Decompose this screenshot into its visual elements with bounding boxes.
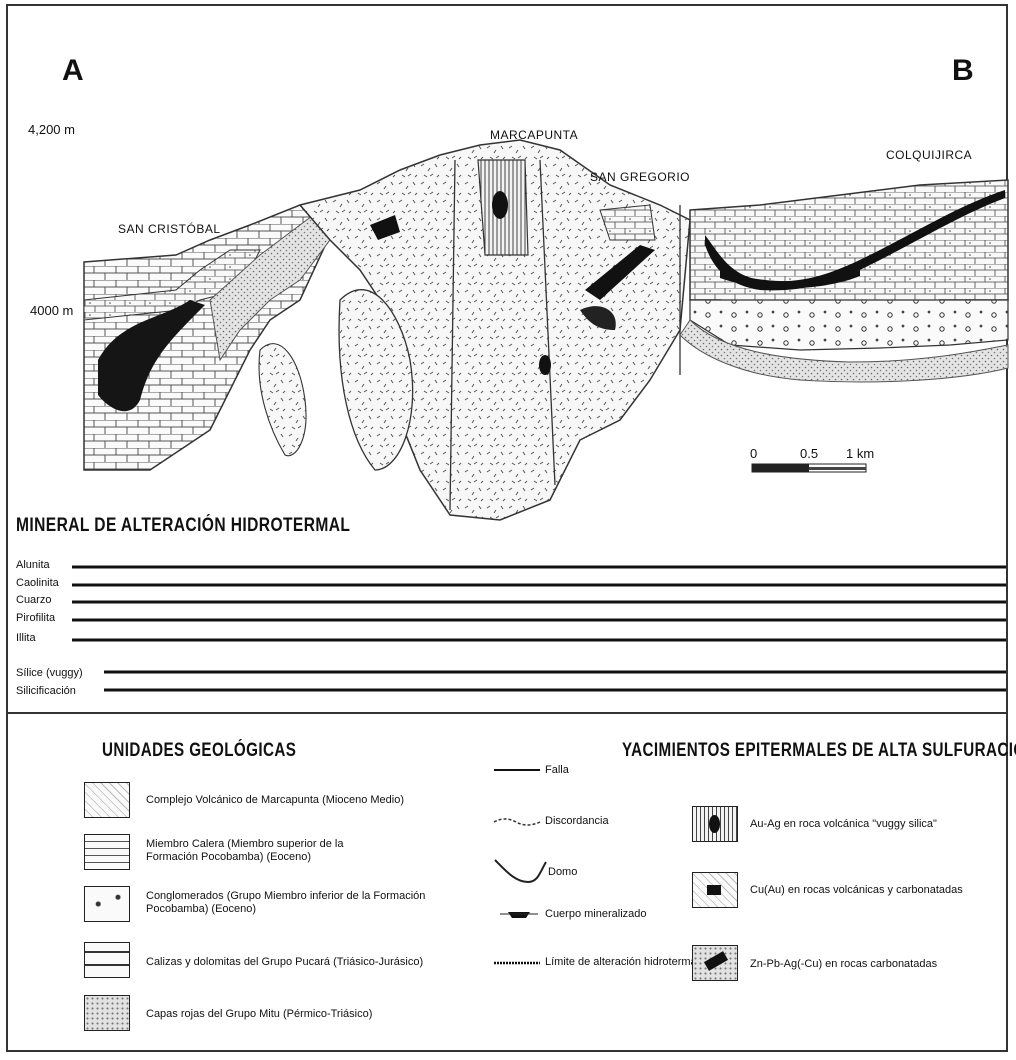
scale-label-half: 0.5 <box>800 446 818 461</box>
mineral-row-label: Illita <box>16 633 36 644</box>
mineral-row-label: Pirofilita <box>16 613 55 624</box>
mineral-row-label: Alunita <box>16 560 50 571</box>
structure-label-orebody: Cuerpo mineralizado <box>545 908 647 921</box>
unit-label: Capas rojas del Grupo Mitu (Pérmico-Triá… <box>146 1008 446 1021</box>
deposits-legend-title: YACIMIENTOS EPITERMALES DE ALTA SULFURAC… <box>622 740 1016 762</box>
structure-label-fault: Falla <box>545 764 569 777</box>
scale-label-0: 0 <box>750 446 757 461</box>
elevation-label-top: 4,200 m <box>28 122 75 137</box>
structure-label-dome: Domo <box>548 866 577 879</box>
deposit-label: Zn-Pb-Ag(-Cu) en rocas carbonatadas <box>750 958 1000 971</box>
unit-label: Complejo Volcánico de Marcapunta (Miocen… <box>146 794 466 807</box>
place-label-san-gregorio: SAN GREGORIO <box>590 170 690 184</box>
place-label-san-cristobal: SAN CRISTÓBAL <box>118 222 221 236</box>
unit-label: Conglomerados (Grupo Miembro inferior de… <box>146 890 436 916</box>
swatch-calera-member <box>84 834 130 870</box>
deposit-label: Cu(Au) en rocas volcánicas y carbonatada… <box>750 884 1000 897</box>
swatch-mitu-redbeds <box>84 995 130 1031</box>
mineral-row-label: Caolinita <box>16 578 59 589</box>
deposit-label: Au-Ag en roca volcánica "vuggy silica" <box>750 818 1000 831</box>
scale-label-1km: 1 km <box>846 446 874 461</box>
mineral-section-title: MINERAL DE ALTERACIÓN HIDROTERMAL <box>16 515 350 537</box>
section-end-a: A <box>62 54 84 88</box>
swatch-pucara-limestone <box>84 942 130 978</box>
place-label-marcapunta: MARCAPUNTA <box>490 128 578 142</box>
swatch-conglomerates <box>84 886 130 922</box>
section-end-b: B <box>952 54 974 88</box>
unit-label: Calizas y dolomitas del Grupo Pucará (Tr… <box>146 956 446 969</box>
structure-label-unconformity: Discordancia <box>545 815 609 828</box>
structure-label-alteration-limit: Límite de alteración hidrotermal <box>545 956 699 969</box>
mineral-row-label: Sílice (vuggy) <box>16 668 83 679</box>
mineral-row-label: Cuarzo <box>16 595 51 606</box>
place-label-colquijirca: COLQUIJIRCA <box>886 148 972 162</box>
swatch-marcapunta-volcanic <box>84 782 130 818</box>
elevation-label-mid: 4000 m <box>30 303 73 318</box>
unit-label: Miembro Calera (Miembro superior de la F… <box>146 838 396 864</box>
swatch-vuggy-silica-deposit <box>692 806 738 842</box>
swatch-zn-pb-ag-deposit <box>692 945 738 981</box>
units-legend-title: UNIDADES GEOLÓGICAS <box>102 740 296 762</box>
mineral-row-label: Silicificación <box>16 686 76 697</box>
swatch-cu-au-deposit <box>692 872 738 908</box>
